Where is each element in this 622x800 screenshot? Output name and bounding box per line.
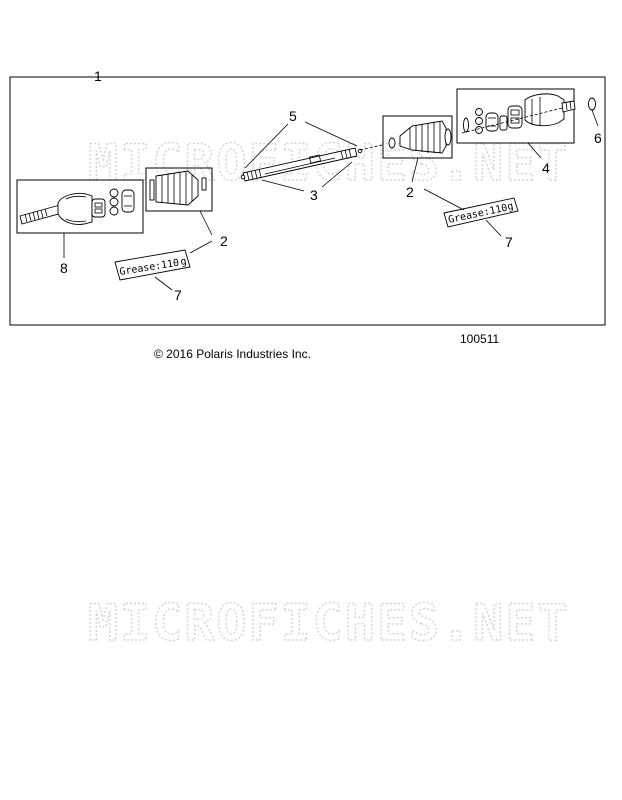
callout-4: 4 [542,160,550,176]
callout-7-left: 7 [174,287,182,303]
callout-1: 1 [94,68,102,84]
assembly-frame [9,76,606,326]
callout-2-left: 2 [220,233,228,249]
left-boot-kit-group [145,167,213,236]
grease-packet-right: Grease:110 g [423,188,519,237]
retaining-ring-group [588,97,599,127]
left-cv-joint-group [16,179,144,258]
grease-unit-left: g [180,256,188,268]
figure-number: 100511 [460,332,499,346]
right-cv-joint-group [456,88,576,159]
copyright-notice: © 2016 Polaris Industries Inc. [154,347,311,361]
callout-5: 5 [289,108,297,124]
watermark-bottom: MICROFICHES.NET [88,594,570,652]
grease-packet-left: Grease:110 g [114,240,213,291]
callout-6: 6 [594,130,602,146]
callout-8: 8 [60,260,68,276]
callout-3: 3 [310,187,318,203]
grease-unit-right: g [506,201,514,213]
right-boot-kit-group [382,115,453,183]
callout-7-right: 7 [505,234,513,250]
callout-2-right: 2 [406,184,414,200]
axle-shaft-group [240,121,363,192]
